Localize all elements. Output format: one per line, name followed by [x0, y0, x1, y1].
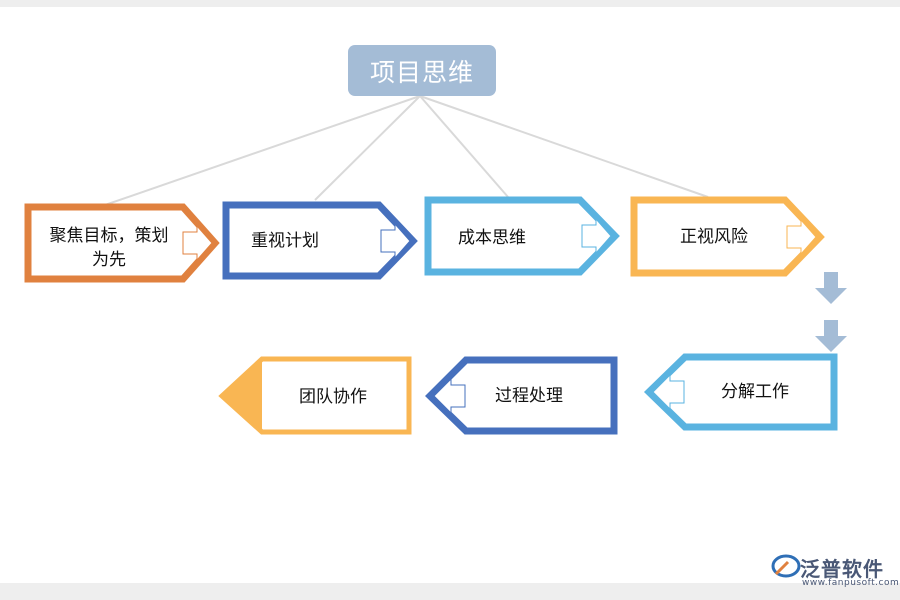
step-shape-6 [425, 356, 618, 435]
step-shape-7 [218, 356, 412, 435]
step-shape-4 [630, 196, 825, 277]
down-arrow-icon [815, 320, 847, 352]
top-border-band [0, 0, 900, 7]
step-label-5: 分解工作 [721, 382, 789, 402]
step-label-2: 重视计划 [251, 231, 319, 251]
logo-icon [771, 554, 801, 578]
step-shape-1 [24, 203, 220, 283]
step-label-1: 聚焦目标，策划为先 [49, 226, 169, 270]
step-shape-5 [643, 353, 838, 431]
down-arrows [815, 272, 847, 352]
step-shape-3 [424, 196, 620, 276]
root-label: 项目思维 [369, 57, 474, 87]
root-node: 项目思维 [348, 45, 496, 96]
bottom-border-band [0, 583, 900, 600]
step-shape-2 [222, 201, 418, 280]
step-label-6: 过程处理 [495, 386, 563, 406]
logo-url: www.fanpusoft.com [802, 578, 900, 588]
connector-line [104, 95, 421, 206]
connector-lines [104, 95, 709, 206]
connector-line [419, 95, 509, 198]
down-arrow-icon [815, 272, 847, 304]
step-label-3: 成本思维 [458, 228, 526, 248]
connector-line [314, 95, 421, 201]
step-label-7: 团队协作 [299, 387, 367, 407]
step-label-4: 正视风险 [680, 227, 748, 247]
connector-line [419, 95, 709, 198]
logo-name: 泛普软件 [800, 557, 884, 581]
